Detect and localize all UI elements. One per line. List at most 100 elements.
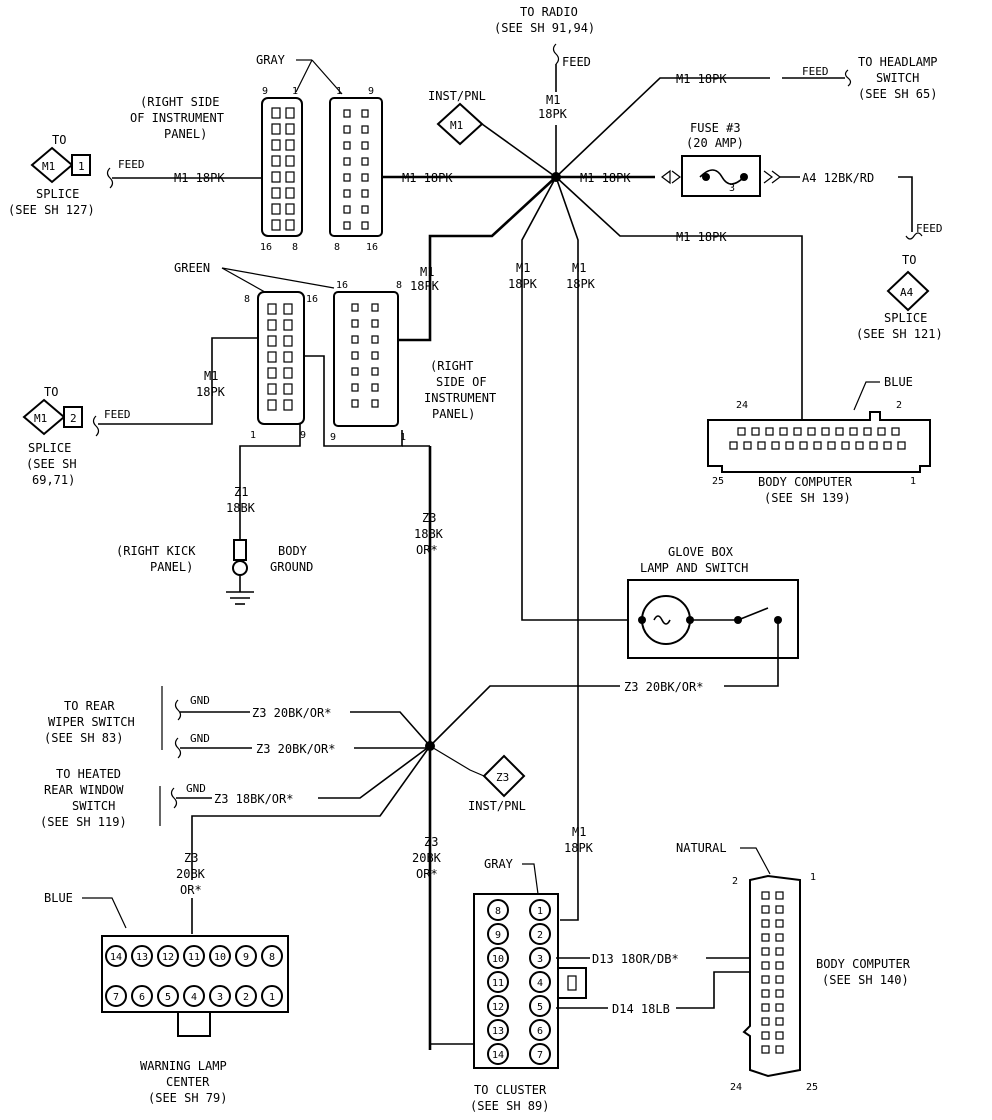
cluster-left-pin-14 bbox=[487, 1043, 509, 1065]
z1-gauge: 18BK bbox=[226, 501, 256, 515]
z1-wire bbox=[239, 424, 301, 540]
to-splice2-label: TO bbox=[44, 385, 58, 399]
warning-lamp-bottom-pin-2 bbox=[235, 985, 257, 1007]
lamp-terminal-a bbox=[638, 616, 646, 624]
warning-lamp-bottom-pin-6 bbox=[131, 985, 153, 1007]
fuse-terminal-b bbox=[740, 173, 748, 181]
body-computer-2-label: BODY COMPUTER bbox=[816, 957, 911, 971]
headlamp-wire bbox=[555, 77, 770, 178]
rear-wiper-1: TO REAR bbox=[64, 699, 115, 713]
cluster-left-pin-label: 9 bbox=[495, 930, 501, 941]
cluster-latch bbox=[557, 967, 587, 999]
heated-1: TO HEATED bbox=[56, 767, 121, 781]
cluster-left-pin-label: 14 bbox=[492, 1050, 504, 1061]
warning-lamp-2: CENTER bbox=[166, 1075, 210, 1089]
feed-headlamp-label: FEED bbox=[802, 65, 829, 78]
bc1-pin-25: 25 bbox=[712, 476, 724, 487]
natural-leader bbox=[740, 847, 771, 875]
bc2-cavity bbox=[761, 1031, 770, 1040]
z3-label: Z3 bbox=[422, 511, 436, 525]
warning-lamp-top-pin-8 bbox=[261, 945, 283, 967]
bc2-cavity bbox=[761, 1003, 770, 1012]
warning-lamp-bottom-pin-1 bbox=[261, 985, 283, 1007]
connector-c3: 8 16 1 9 bbox=[244, 291, 318, 441]
m1-splice-diamond bbox=[436, 102, 484, 146]
connector-c4-body bbox=[333, 291, 399, 427]
c1-pin-8: 8 bbox=[292, 242, 298, 253]
bc2-cavity bbox=[775, 905, 784, 914]
connector-c1-body bbox=[261, 97, 303, 237]
m1-splice2-a: M1 bbox=[204, 369, 218, 383]
c4-pin-8: 8 bbox=[396, 280, 402, 291]
splice-left-num: 1 bbox=[78, 160, 85, 173]
glove-label-2: LAMP AND SWITCH bbox=[640, 561, 748, 575]
bc2-cavity bbox=[775, 1045, 784, 1054]
glove-box-lamp bbox=[641, 595, 691, 645]
z3-cluster-c: OR* bbox=[416, 867, 438, 881]
cluster-right-pin-5 bbox=[529, 995, 551, 1017]
splice-left-diamond bbox=[30, 146, 74, 184]
m1-lower-branch bbox=[372, 176, 557, 342]
blue-lamp-label: BLUE bbox=[44, 891, 73, 905]
d13-label: D13 18OR/DB* bbox=[592, 952, 679, 966]
warning-lamp-top-pin-label: 12 bbox=[162, 952, 174, 963]
z3-lamp-c: OR* bbox=[180, 883, 202, 897]
m1-mid-label: M1 18PK bbox=[402, 171, 453, 185]
left-feed-break bbox=[106, 167, 114, 189]
body-computer-1-ref: (SEE SH 139) bbox=[764, 491, 851, 505]
to-headlamp-label-2: SWITCH bbox=[876, 71, 919, 85]
m1-c-gauge: 18PK bbox=[566, 277, 596, 291]
c1-pin-1: 1 bbox=[292, 86, 298, 97]
z3-lamp-a: Z3 bbox=[184, 851, 198, 865]
right-side-ip2-4: PANEL) bbox=[432, 407, 475, 421]
bc2-cavity bbox=[761, 961, 770, 970]
c2-pin-9: 9 bbox=[368, 86, 374, 97]
warning-lamp-top-pin-label: 14 bbox=[110, 952, 122, 963]
bc2-cavity bbox=[761, 891, 770, 900]
blue-lamp-leader bbox=[82, 897, 127, 929]
inst-pnl-lead bbox=[481, 123, 554, 176]
bc2-pin-25: 25 bbox=[806, 1082, 818, 1093]
gray-cluster-leader bbox=[522, 863, 539, 895]
gray-cluster-label: GRAY bbox=[484, 857, 514, 871]
c2-pin-16: 16 bbox=[366, 242, 378, 253]
splice2-num: 2 bbox=[70, 412, 77, 425]
m1-c-label: M1 bbox=[572, 261, 586, 275]
c3-pin-16: 16 bbox=[306, 294, 318, 305]
feed-left-label: FEED bbox=[118, 158, 145, 171]
bc2-cavity bbox=[775, 1017, 784, 1026]
bc2-cavity bbox=[761, 1017, 770, 1026]
warning-lamp-top-pin-label: 10 bbox=[214, 952, 226, 963]
fuse-terminal-a bbox=[702, 173, 710, 181]
connector-c3-body bbox=[257, 291, 305, 425]
c4-pin-16: 16 bbox=[336, 280, 348, 291]
warning-lamp-bottom-pin-label: 3 bbox=[217, 992, 223, 1003]
warning-lamp-1: WARNING LAMP bbox=[140, 1059, 227, 1073]
a4-wire-label: A4 12BK/RD bbox=[802, 171, 874, 185]
gnd-1-label: GND bbox=[190, 694, 210, 707]
cluster-left-pin-8 bbox=[487, 899, 509, 921]
warning-lamp-top-pin-label: 11 bbox=[188, 952, 200, 963]
cluster-right-pin-4 bbox=[529, 971, 551, 993]
warning-lamp-top-pin-13 bbox=[131, 945, 153, 967]
bc2-cavity bbox=[761, 989, 770, 998]
body-computer-wire bbox=[555, 176, 803, 420]
splice2-ref2: 69,71) bbox=[32, 473, 75, 487]
warning-lamp-top-pin-label: 8 bbox=[269, 952, 275, 963]
splice2-diamond bbox=[22, 398, 66, 436]
warning-lamp-bottom-pin-label: 5 bbox=[165, 992, 171, 1003]
to-cluster-ref: (SEE SH 89) bbox=[470, 1099, 549, 1113]
cluster-right-pin-label: 4 bbox=[537, 978, 543, 989]
cluster-right-pin-label: 7 bbox=[537, 1050, 543, 1061]
z3-wiper2-label: Z3 20BK/OR* bbox=[256, 742, 335, 756]
gnd3-wire-b bbox=[318, 745, 431, 799]
bc2-cavity bbox=[761, 947, 770, 956]
bc2-cavity bbox=[775, 961, 784, 970]
gnd1-wire-b bbox=[350, 711, 431, 747]
fuse-element bbox=[699, 169, 745, 185]
cluster-right-pin-3 bbox=[529, 947, 551, 969]
warning-lamp-top-pin-12 bbox=[157, 945, 179, 967]
bc2-cavity bbox=[761, 975, 770, 984]
